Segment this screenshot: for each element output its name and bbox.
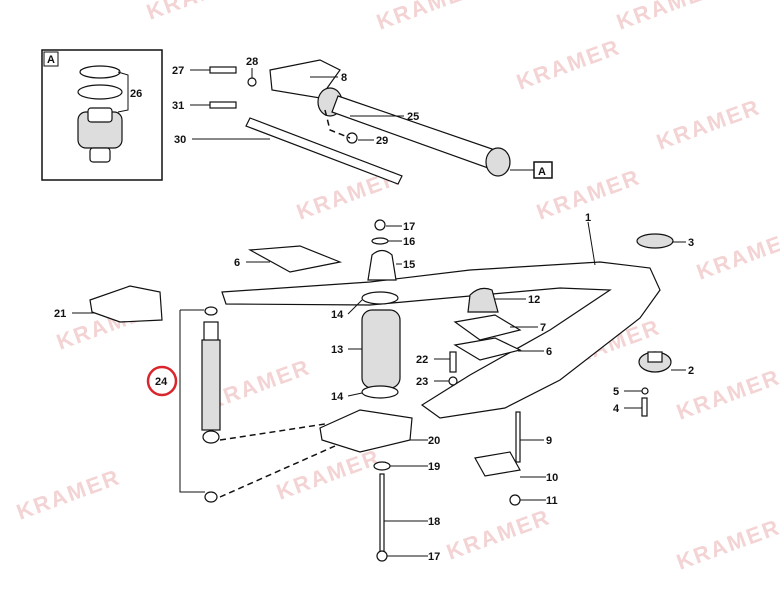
label-6: 6 xyxy=(546,346,552,358)
upper-assembly: A xyxy=(209,59,553,185)
watermark: KRAMER xyxy=(693,224,780,285)
watermark: KRAMER xyxy=(13,464,124,525)
inset-tag: A xyxy=(47,54,55,66)
watermark: KRAMER xyxy=(673,514,780,575)
label-24: 24 xyxy=(155,376,168,388)
label-21: 21 xyxy=(54,308,66,320)
label-17: 17 xyxy=(403,221,415,233)
leader-lines xyxy=(72,68,686,557)
label-12: 12 xyxy=(528,294,540,306)
label-9: 9 xyxy=(546,435,552,447)
label-5: 5 xyxy=(613,386,619,398)
label-19: 19 xyxy=(428,461,440,473)
label-11: 11 xyxy=(546,495,558,507)
shock-absorber xyxy=(179,306,336,503)
label-2: 2 xyxy=(688,365,694,377)
label-20: 20 xyxy=(428,435,440,447)
watermark: KRAMER xyxy=(613,0,724,35)
label-8: 8 xyxy=(341,72,347,84)
label-10: 10 xyxy=(546,472,558,484)
label-31: 31 xyxy=(172,100,184,112)
watermark: KRAMER xyxy=(373,0,484,35)
label-15: 15 xyxy=(403,259,415,271)
label-4: 4 xyxy=(613,403,620,415)
watermark: KRAMER xyxy=(143,0,254,25)
label-14: 14 xyxy=(331,309,344,321)
label-14: 14 xyxy=(331,391,344,403)
label-22: 22 xyxy=(416,354,428,366)
callout-tag-a: A xyxy=(538,166,546,178)
label-29: 29 xyxy=(376,135,388,147)
label-7: 7 xyxy=(540,322,546,334)
label-17: 17 xyxy=(428,551,440,563)
watermark: KRAMER xyxy=(513,34,624,95)
label-27: 27 xyxy=(172,65,184,77)
main-frame xyxy=(89,219,674,562)
label-13: 13 xyxy=(331,344,343,356)
label-30: 30 xyxy=(174,134,186,146)
inset-detail-a: A 26 xyxy=(41,49,163,181)
label-28: 28 xyxy=(246,56,258,68)
label-16: 16 xyxy=(403,236,415,248)
label-6: 6 xyxy=(234,257,240,269)
highlight-circle xyxy=(146,365,178,397)
label-1: 1 xyxy=(585,212,591,224)
part-labels: 27 28 8 31 25 29 30 1 3 17 16 6 15 21 12… xyxy=(54,56,694,563)
label-3: 3 xyxy=(688,237,694,249)
label-26: 26 xyxy=(130,88,142,100)
label-23: 23 xyxy=(416,376,428,388)
label-25: 25 xyxy=(407,111,419,123)
watermark: KRAMER xyxy=(443,504,554,565)
watermark: KRAMER xyxy=(653,94,764,155)
label-18: 18 xyxy=(428,516,440,528)
watermark: KRAMER xyxy=(273,444,384,505)
